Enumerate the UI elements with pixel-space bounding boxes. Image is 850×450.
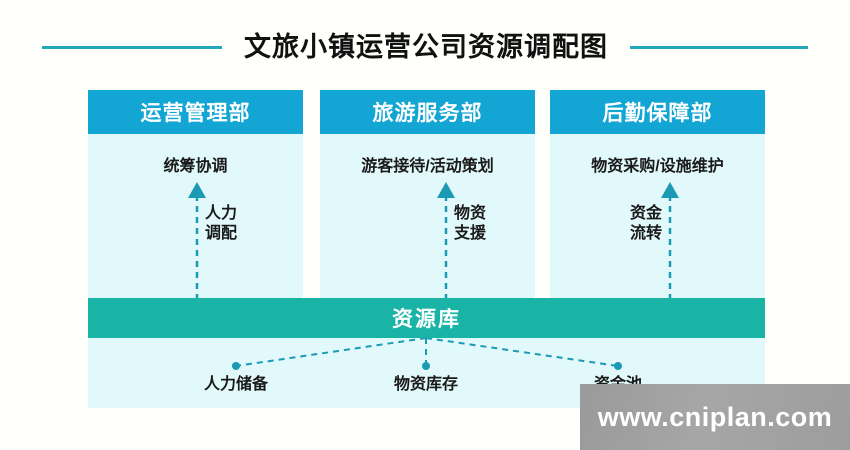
department-name: 运营管理部: [140, 102, 251, 125]
department-header: 旅游服务部: [320, 90, 535, 134]
flow-label: 资金 流转: [630, 204, 662, 244]
watermark-text: www.cniplan.com: [597, 401, 833, 432]
flow-label-line1: 物资: [454, 205, 487, 222]
department-panel-operations[interactable]: 运营管理部 统筹协调: [88, 90, 303, 298]
page-title-row: 文旅小镇运营公司资源调配图: [0, 24, 850, 70]
flow-label-line2: 流转: [629, 225, 662, 242]
arrow-up-icon: [661, 182, 679, 300]
flow-arrow-manpower: 人力 调配: [137, 180, 257, 300]
department-duty: 统筹协调: [163, 158, 228, 175]
department-panel-tourism[interactable]: 旅游服务部 游客接待/活动策划: [320, 90, 535, 298]
flow-arrow-supplies: 物资 支援: [386, 180, 506, 300]
title-rule-right: [630, 45, 808, 49]
watermark-overlay: www.cniplan.com: [580, 384, 850, 450]
arrow-up-icon: [437, 182, 455, 300]
flow-label-line2: 支援: [454, 225, 487, 242]
department-panel-logistics[interactable]: 后勤保障部 物资采购/设施维护: [550, 90, 765, 298]
flow-label-line1: 人力: [205, 205, 238, 222]
flow-label-line1: 资金: [629, 205, 662, 222]
page-title: 文旅小镇运营公司资源调配图: [244, 31, 608, 62]
flow-arrow-funds: 资金 流转: [610, 180, 730, 300]
resource-item[interactable]: 人力储备: [203, 376, 268, 393]
department-duty: 游客接待/活动策划: [361, 158, 494, 175]
department-header: 后勤保障部: [550, 90, 765, 134]
resource-bank-bar[interactable]: 资源库: [88, 298, 765, 338]
department-duty: 物资采购/设施维护: [591, 158, 724, 175]
arrow-up-icon: [188, 182, 206, 300]
flow-label: 物资 支援: [454, 204, 486, 244]
title-rule-left: [42, 45, 222, 49]
department-header: 运营管理部: [88, 90, 303, 134]
flow-label: 人力 调配: [205, 204, 237, 244]
resource-connector-lines: [232, 338, 622, 370]
resource-bank-label: 资源库: [392, 308, 461, 331]
department-name: 旅游服务部: [372, 102, 483, 125]
department-name: 后勤保障部: [602, 102, 713, 125]
resource-item[interactable]: 物资库存: [393, 376, 458, 393]
flow-label-line2: 调配: [205, 225, 238, 242]
